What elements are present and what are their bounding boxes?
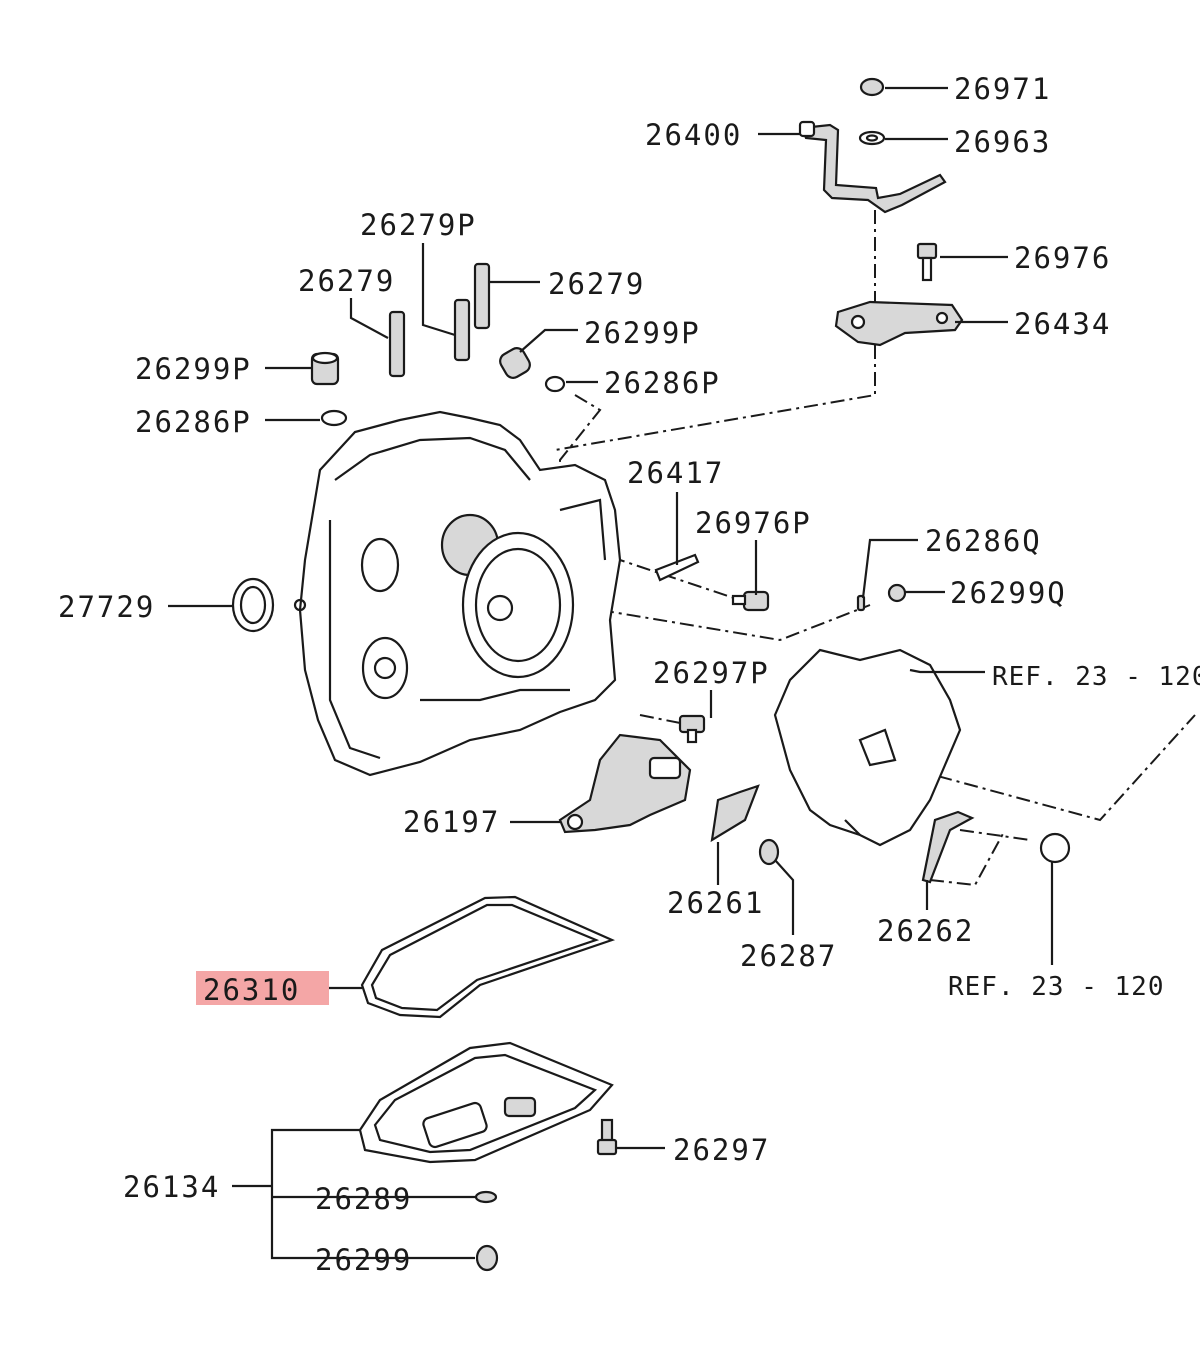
part-26297-bolt[interactable] xyxy=(596,1118,618,1156)
label-ref-bottom[interactable]: REF. 23 - 120 xyxy=(948,972,1165,1002)
label-26297[interactable]: 26297 xyxy=(673,1133,770,1167)
label-26299P-left[interactable]: 26299P xyxy=(135,352,252,386)
label-26963[interactable]: 26963 xyxy=(954,125,1051,159)
label-26971[interactable]: 26971 xyxy=(954,72,1051,106)
label-26417[interactable]: 26417 xyxy=(627,456,724,490)
label-26279P[interactable]: 26279P xyxy=(360,208,477,242)
part-26299P-plug-left[interactable] xyxy=(310,351,340,386)
part-26197-assembly[interactable] xyxy=(558,733,692,834)
part-26434-bracket[interactable] xyxy=(834,300,964,347)
label-26289[interactable]: 26289 xyxy=(315,1182,412,1216)
ref-plug-part xyxy=(1039,832,1071,864)
label-26299[interactable]: 26299 xyxy=(315,1243,412,1277)
label-26134[interactable]: 26134 xyxy=(123,1170,220,1204)
label-26299Q[interactable]: 26299Q xyxy=(950,576,1067,610)
label-26976[interactable]: 26976 xyxy=(1014,241,1111,275)
part-26971-nut[interactable] xyxy=(859,77,885,97)
part-26286P-oring-left[interactable] xyxy=(320,409,348,427)
label-26976P[interactable]: 26976P xyxy=(695,506,812,540)
transmission-case xyxy=(293,410,622,777)
label-27729[interactable]: 27729 xyxy=(58,590,155,624)
part-26417-plate[interactable] xyxy=(654,553,700,582)
highlight-26310 xyxy=(196,971,329,1005)
part-26287-nut[interactable] xyxy=(758,838,780,866)
label-26297P[interactable]: 26297P xyxy=(653,656,770,690)
part-26310-gasket[interactable] xyxy=(360,895,616,1019)
label-26197[interactable]: 26197 xyxy=(403,805,500,839)
side-cover-ref xyxy=(773,648,962,847)
part-26286Q-pin[interactable] xyxy=(856,594,866,612)
label-26286P-right[interactable]: 26286P xyxy=(604,366,721,400)
part-26400-lever[interactable] xyxy=(798,120,947,214)
part-26976P-bolt[interactable] xyxy=(731,590,770,612)
label-26286Q[interactable]: 26286Q xyxy=(925,524,1042,558)
part-26289-washer[interactable] xyxy=(474,1190,498,1204)
part-26279-stud-right[interactable] xyxy=(473,262,491,330)
part-26279-stud-left[interactable] xyxy=(388,310,406,378)
leader-lines xyxy=(168,86,1054,1260)
part-27729-seal[interactable] xyxy=(231,577,275,633)
part-26297P-bolt[interactable] xyxy=(678,714,706,744)
part-26963-washer[interactable] xyxy=(858,130,886,146)
part-26262-lever[interactable] xyxy=(921,810,975,884)
label-26279-right[interactable]: 26279 xyxy=(548,267,645,301)
label-26299P-right[interactable]: 26299P xyxy=(584,316,701,350)
label-26286P-left[interactable]: 26286P xyxy=(135,405,252,439)
part-labels: 26971 26400 26963 26279P 26279 26279 269… xyxy=(58,72,1200,1277)
part-26976-bolt[interactable] xyxy=(916,242,938,282)
part-26279P-stud[interactable] xyxy=(453,298,471,362)
part-26286P-oring-right[interactable] xyxy=(544,375,566,393)
label-26400[interactable]: 26400 xyxy=(645,118,742,152)
label-26261[interactable]: 26261 xyxy=(667,886,764,920)
part-26299P-plug-right[interactable] xyxy=(497,345,533,381)
part-26134-oil-pan[interactable] xyxy=(358,1041,614,1164)
part-26261-bracket[interactable] xyxy=(710,784,760,843)
label-26310[interactable]: 26310 xyxy=(203,973,300,1007)
label-ref-top[interactable]: REF. 23 - 120 xyxy=(992,662,1200,692)
part-26299Q-plug[interactable] xyxy=(887,583,907,603)
label-26434[interactable]: 26434 xyxy=(1014,307,1111,341)
label-26287[interactable]: 26287 xyxy=(740,939,837,973)
label-26262[interactable]: 26262 xyxy=(877,914,974,948)
label-26279-left[interactable]: 26279 xyxy=(298,264,395,298)
part-26299-drain-plug[interactable] xyxy=(475,1244,499,1272)
